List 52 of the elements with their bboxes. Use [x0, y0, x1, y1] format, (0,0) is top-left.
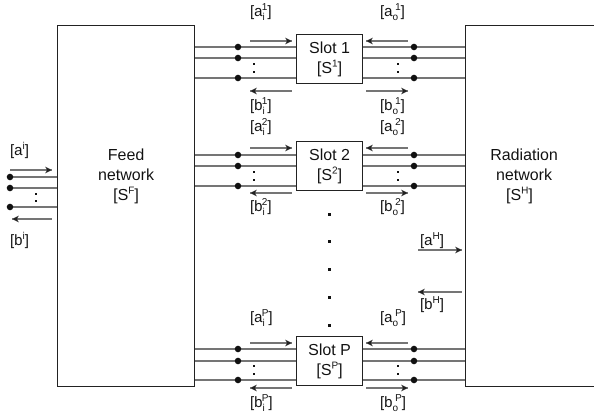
matrix-label: [S$^{2}$] [316, 166, 342, 186]
block-box [296, 141, 363, 191]
connector-line [195, 165, 296, 167]
connector-line [363, 57, 465, 59]
signal-label: [b$^{H}$] [420, 296, 444, 314]
block-title: Slot 2 [309, 146, 350, 166]
signal-label: [a$^{i}$] [10, 142, 29, 160]
connector-line [10, 176, 57, 178]
block-title: Slot 1 [309, 39, 350, 59]
signal-label: [a$_{o}$$^{P}$] [380, 309, 406, 327]
connector-line [363, 77, 465, 79]
signal-label: [b$^{i}$] [10, 232, 29, 250]
connector-line [195, 379, 296, 381]
connector-line [363, 348, 465, 350]
connector-line [195, 348, 296, 350]
block-title: Feed network [96, 146, 156, 186]
signal-label: [a$_{i}$$^{P}$] [250, 309, 273, 327]
connector-line [195, 185, 296, 187]
connector-line [10, 187, 57, 189]
signal-label: [a$_{o}$$^{1}$] [380, 3, 405, 21]
connector-line [363, 185, 465, 187]
connector-line [195, 360, 296, 362]
signal-label: [b$_{i}$$^{P}$] [250, 394, 273, 412]
signal-label: [b$_{o}$$^{1}$] [380, 97, 405, 115]
connector-line [195, 77, 296, 79]
block-box [465, 25, 594, 387]
matrix-label: [S$^{1}$] [316, 59, 342, 79]
signal-label: [a$_{o}$$^{2}$] [380, 118, 405, 136]
matrix-label: [S$^{P}$] [316, 361, 343, 381]
connector-line [195, 154, 296, 156]
block-title: Slot P [308, 341, 351, 361]
connector-line [195, 46, 296, 48]
signal-label: [a$_{i}$$^{2}$] [250, 118, 272, 136]
signal-label: [b$_{i}$$^{2}$] [250, 198, 272, 216]
signal-label: [a$_{i}$$^{1}$] [250, 3, 272, 21]
connector-line [363, 154, 465, 156]
block-title: Radiation network [489, 146, 559, 186]
signal-label: [b$_{i}$$^{1}$] [250, 97, 272, 115]
block-box [57, 25, 195, 387]
signal-label: [b$_{o}$$^{P}$] [380, 394, 406, 412]
connector-line [195, 57, 296, 59]
connector-line [363, 379, 465, 381]
connector-line [363, 46, 465, 48]
signal-label: [b$_{o}$$^{2}$] [380, 198, 405, 216]
signal-label: [a$^{H}$] [420, 232, 444, 250]
block-box [296, 336, 363, 386]
connector-line [363, 360, 465, 362]
connector-line [10, 206, 57, 208]
connector-line [363, 165, 465, 167]
matrix-label: [S$^{F}$] [112, 186, 140, 206]
matrix-label: [S$^{H}$] [506, 186, 533, 206]
block-box [296, 34, 363, 84]
